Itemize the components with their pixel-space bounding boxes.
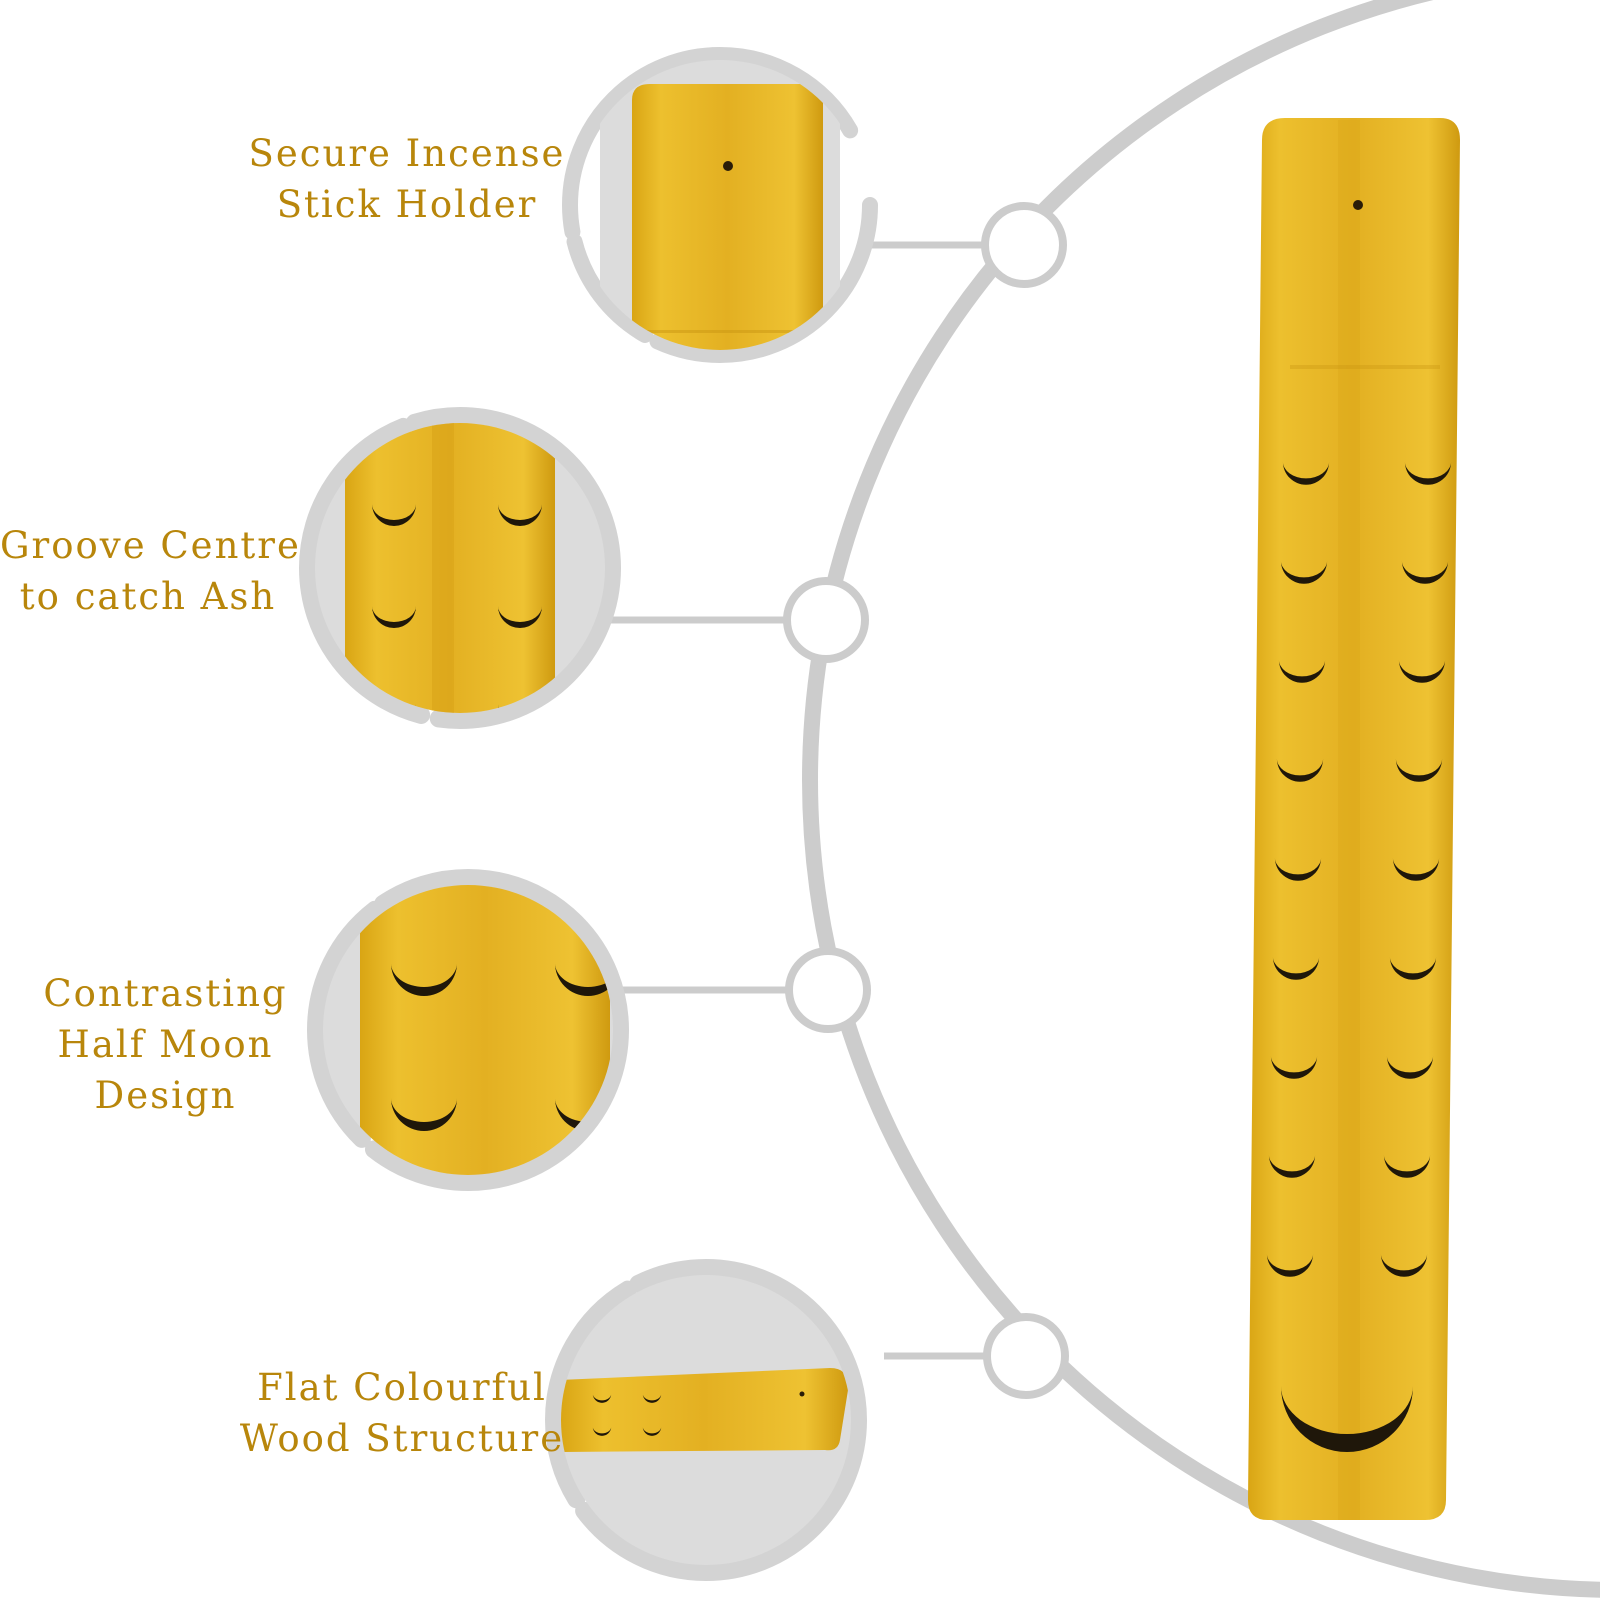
feature-label-half-moon: Contrasting Half Moon Design [28,968,303,1121]
node-ring-2 [783,577,869,663]
incense-hole-icon [1353,200,1363,210]
detail-circle-flat-structure [545,1259,867,1581]
feature-label-line: Stick Holder [276,183,538,226]
feature-label-holder: Secure Incense Stick Holder [247,128,567,230]
feature-label-line: Design [94,1074,237,1117]
incense-holder-body [1248,118,1460,1520]
feature-label-line: Secure Incense [248,132,566,175]
detail-circle-holder [562,47,878,363]
feature-label-line: Half Moon [57,1023,274,1066]
background-arc [802,0,1600,1598]
brush-ring [545,1259,867,1581]
node-ring-1 [981,202,1067,288]
feature-label-flat-structure: Flat Colourful Wood Structure [232,1362,572,1464]
feature-label-groove: Groove Centre to catch Ash [0,520,301,622]
feature-label-line: to catch Ash [19,575,277,618]
incense-holder-icon [1248,118,1460,1520]
brush-ring [562,47,878,363]
detail-circle-groove [299,407,621,729]
node-ring-4 [983,1313,1069,1399]
incense-hole-icon [723,161,733,171]
brush-ring [307,869,629,1191]
feature-label-line: Groove Centre [0,524,301,567]
node-ring-3 [785,947,871,1033]
feature-label-line: Wood Structure [239,1417,565,1460]
detail-circle-half-moon [307,869,629,1191]
feature-label-line: Contrasting [43,972,288,1015]
feature-label-line: Flat Colourful [257,1366,547,1409]
brush-ring [299,407,621,729]
